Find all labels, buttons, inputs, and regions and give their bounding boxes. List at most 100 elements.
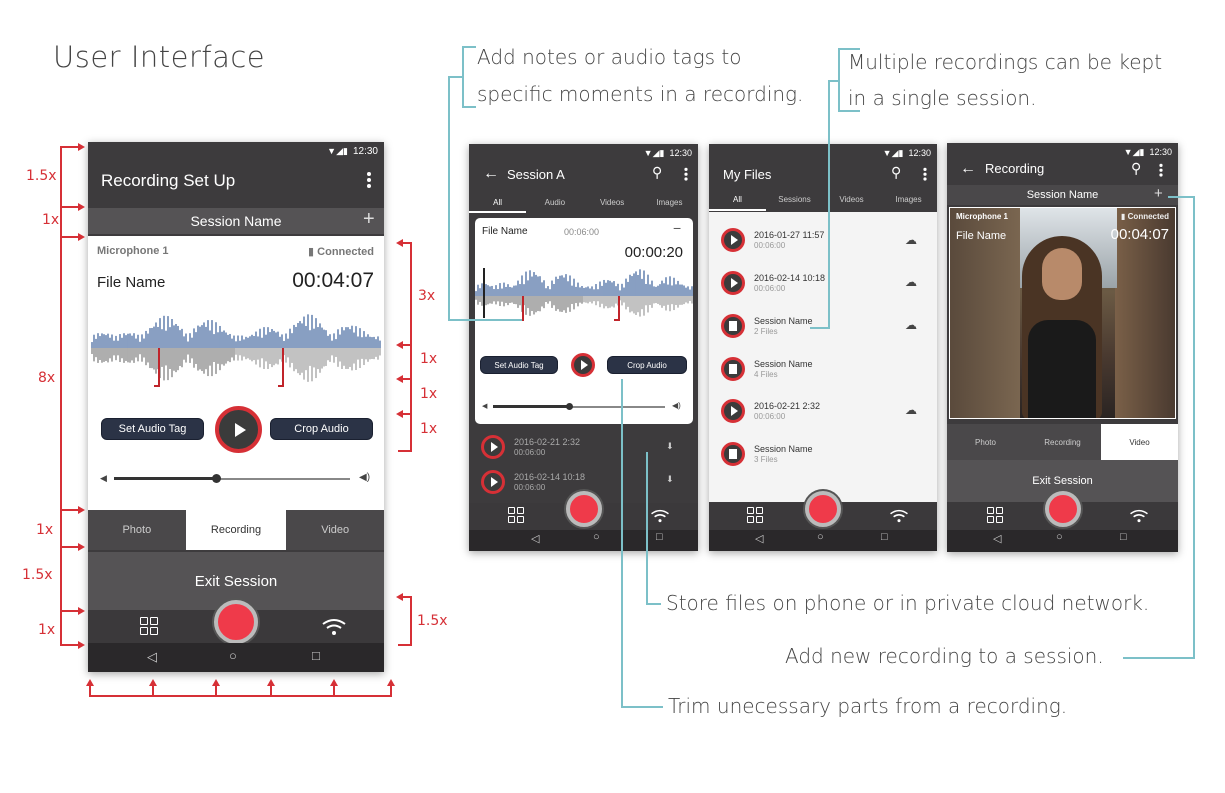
home-nav-icon[interactable]: ○: [593, 531, 600, 543]
tab-video[interactable]: Video: [1101, 424, 1178, 460]
audio-waveform[interactable]: [91, 312, 381, 392]
audio-tag-marker[interactable]: [614, 296, 620, 321]
play-icon[interactable]: [481, 435, 505, 459]
tab-images[interactable]: Images: [656, 198, 683, 207]
play-icon[interactable]: [481, 470, 505, 494]
audio-waveform[interactable]: [475, 266, 693, 326]
gallery-grid-icon[interactable]: [747, 507, 763, 523]
audio-tag-marker[interactable]: [278, 348, 284, 387]
back-nav-icon[interactable]: ◁: [147, 649, 157, 664]
crop-audio-button[interactable]: Crop Audio: [607, 356, 687, 374]
play-icon[interactable]: [721, 271, 745, 295]
record-button[interactable]: [805, 491, 841, 527]
dimension-line: [398, 596, 412, 598]
tab-video[interactable]: Video: [321, 524, 350, 536]
gallery-grid-icon[interactable]: [508, 507, 524, 523]
exit-session-button[interactable]: Exit Session: [88, 552, 384, 610]
status-bar: ▼◢▮ 12:30: [947, 143, 1178, 161]
tab-images[interactable]: Images: [895, 195, 922, 204]
playback-slider[interactable]: [114, 474, 350, 483]
more-menu-icon[interactable]: [1159, 163, 1163, 178]
record-button[interactable]: [1045, 491, 1081, 527]
folder-icon[interactable]: [721, 314, 745, 338]
tab-sessions[interactable]: Sessions: [778, 195, 811, 204]
dimension-label: 1.5x: [26, 168, 57, 184]
add-recording-icon[interactable]: +: [363, 208, 375, 230]
tab-photo[interactable]: Photo: [975, 437, 996, 447]
folder-icon[interactable]: [721, 442, 745, 466]
cloud-download-icon[interactable]: ☁: [905, 275, 917, 289]
slider-knob[interactable]: [212, 474, 221, 483]
crop-audio-button[interactable]: Crop Audio: [270, 418, 373, 440]
dimension-line: [390, 684, 392, 696]
recents-nav-icon[interactable]: □: [1120, 531, 1127, 543]
recents-nav-icon[interactable]: □: [312, 648, 320, 663]
home-nav-icon[interactable]: ○: [1056, 531, 1063, 543]
wifi-icon[interactable]: [321, 618, 347, 636]
tab-videos[interactable]: Videos: [839, 195, 864, 204]
back-arrow-icon[interactable]: ←: [960, 160, 976, 177]
session-name: Session Name: [190, 213, 282, 229]
home-nav-icon[interactable]: ○: [229, 648, 237, 663]
wifi-icon[interactable]: [1129, 509, 1149, 523]
cloud-download-icon[interactable]: ☁: [905, 233, 917, 247]
record-button[interactable]: [214, 600, 258, 644]
gallery-grid-icon[interactable]: [140, 617, 158, 635]
recents-nav-icon[interactable]: □: [881, 531, 888, 543]
playback-slider[interactable]: [493, 403, 665, 410]
dimension-line: [410, 242, 412, 452]
leader-line: [838, 110, 860, 112]
back-arrow-icon[interactable]: ←: [483, 165, 499, 182]
download-icon[interactable]: ⬇: [666, 474, 674, 484]
recents-nav-icon[interactable]: □: [656, 531, 663, 543]
set-audio-tag-button[interactable]: Set Audio Tag: [480, 356, 558, 374]
slider-knob[interactable]: [566, 403, 573, 410]
play-icon[interactable]: [721, 399, 745, 423]
download-icon[interactable]: ⬇: [666, 441, 674, 451]
tab-photo[interactable]: Photo: [122, 524, 152, 536]
tab-videos[interactable]: Videos: [599, 198, 625, 207]
play-icon[interactable]: [721, 228, 745, 252]
home-nav-icon[interactable]: ○: [817, 531, 824, 543]
cloud-download-icon[interactable]: ☁: [905, 403, 917, 417]
gallery-grid-icon[interactable]: [987, 507, 1003, 523]
dimension-arrow: [78, 203, 85, 211]
add-recording-icon[interactable]: +: [1154, 185, 1163, 202]
tab-all[interactable]: All: [469, 194, 527, 213]
back-nav-icon[interactable]: ◁: [755, 533, 764, 545]
wifi-icon[interactable]: [889, 509, 909, 523]
cloud-download-icon[interactable]: ☁: [905, 318, 917, 332]
audio-tag-marker[interactable]: [154, 348, 160, 387]
tab-all[interactable]: All: [709, 191, 766, 211]
tab-audio[interactable]: Audio: [544, 198, 566, 207]
more-menu-icon[interactable]: [367, 172, 371, 190]
set-audio-tag-button[interactable]: Set Audio Tag: [101, 418, 204, 440]
play-button[interactable]: [571, 353, 595, 377]
dimension-arrow: [78, 543, 85, 551]
wifi-icon[interactable]: [650, 509, 670, 523]
play-button[interactable]: [215, 406, 262, 453]
more-menu-icon[interactable]: [923, 167, 927, 182]
record-button[interactable]: [566, 491, 602, 527]
status-bar: ▼◢▮ 12:30: [709, 144, 937, 162]
back-nav-icon[interactable]: ◁: [531, 533, 540, 545]
search-icon[interactable]: ⚲: [652, 164, 663, 180]
dimension-label: 1.5x: [417, 613, 448, 629]
tab-recording[interactable]: Recording: [185, 510, 287, 550]
more-menu-icon[interactable]: [684, 167, 688, 182]
search-icon[interactable]: ⚲: [1131, 160, 1142, 176]
search-icon[interactable]: ⚲: [891, 164, 902, 180]
back-nav-icon[interactable]: ◁: [993, 533, 1002, 545]
leader-line: [838, 48, 860, 50]
tab-recording[interactable]: Recording: [1044, 437, 1081, 447]
collapse-icon[interactable]: −: [673, 220, 682, 236]
folder-icon[interactable]: [721, 357, 745, 381]
